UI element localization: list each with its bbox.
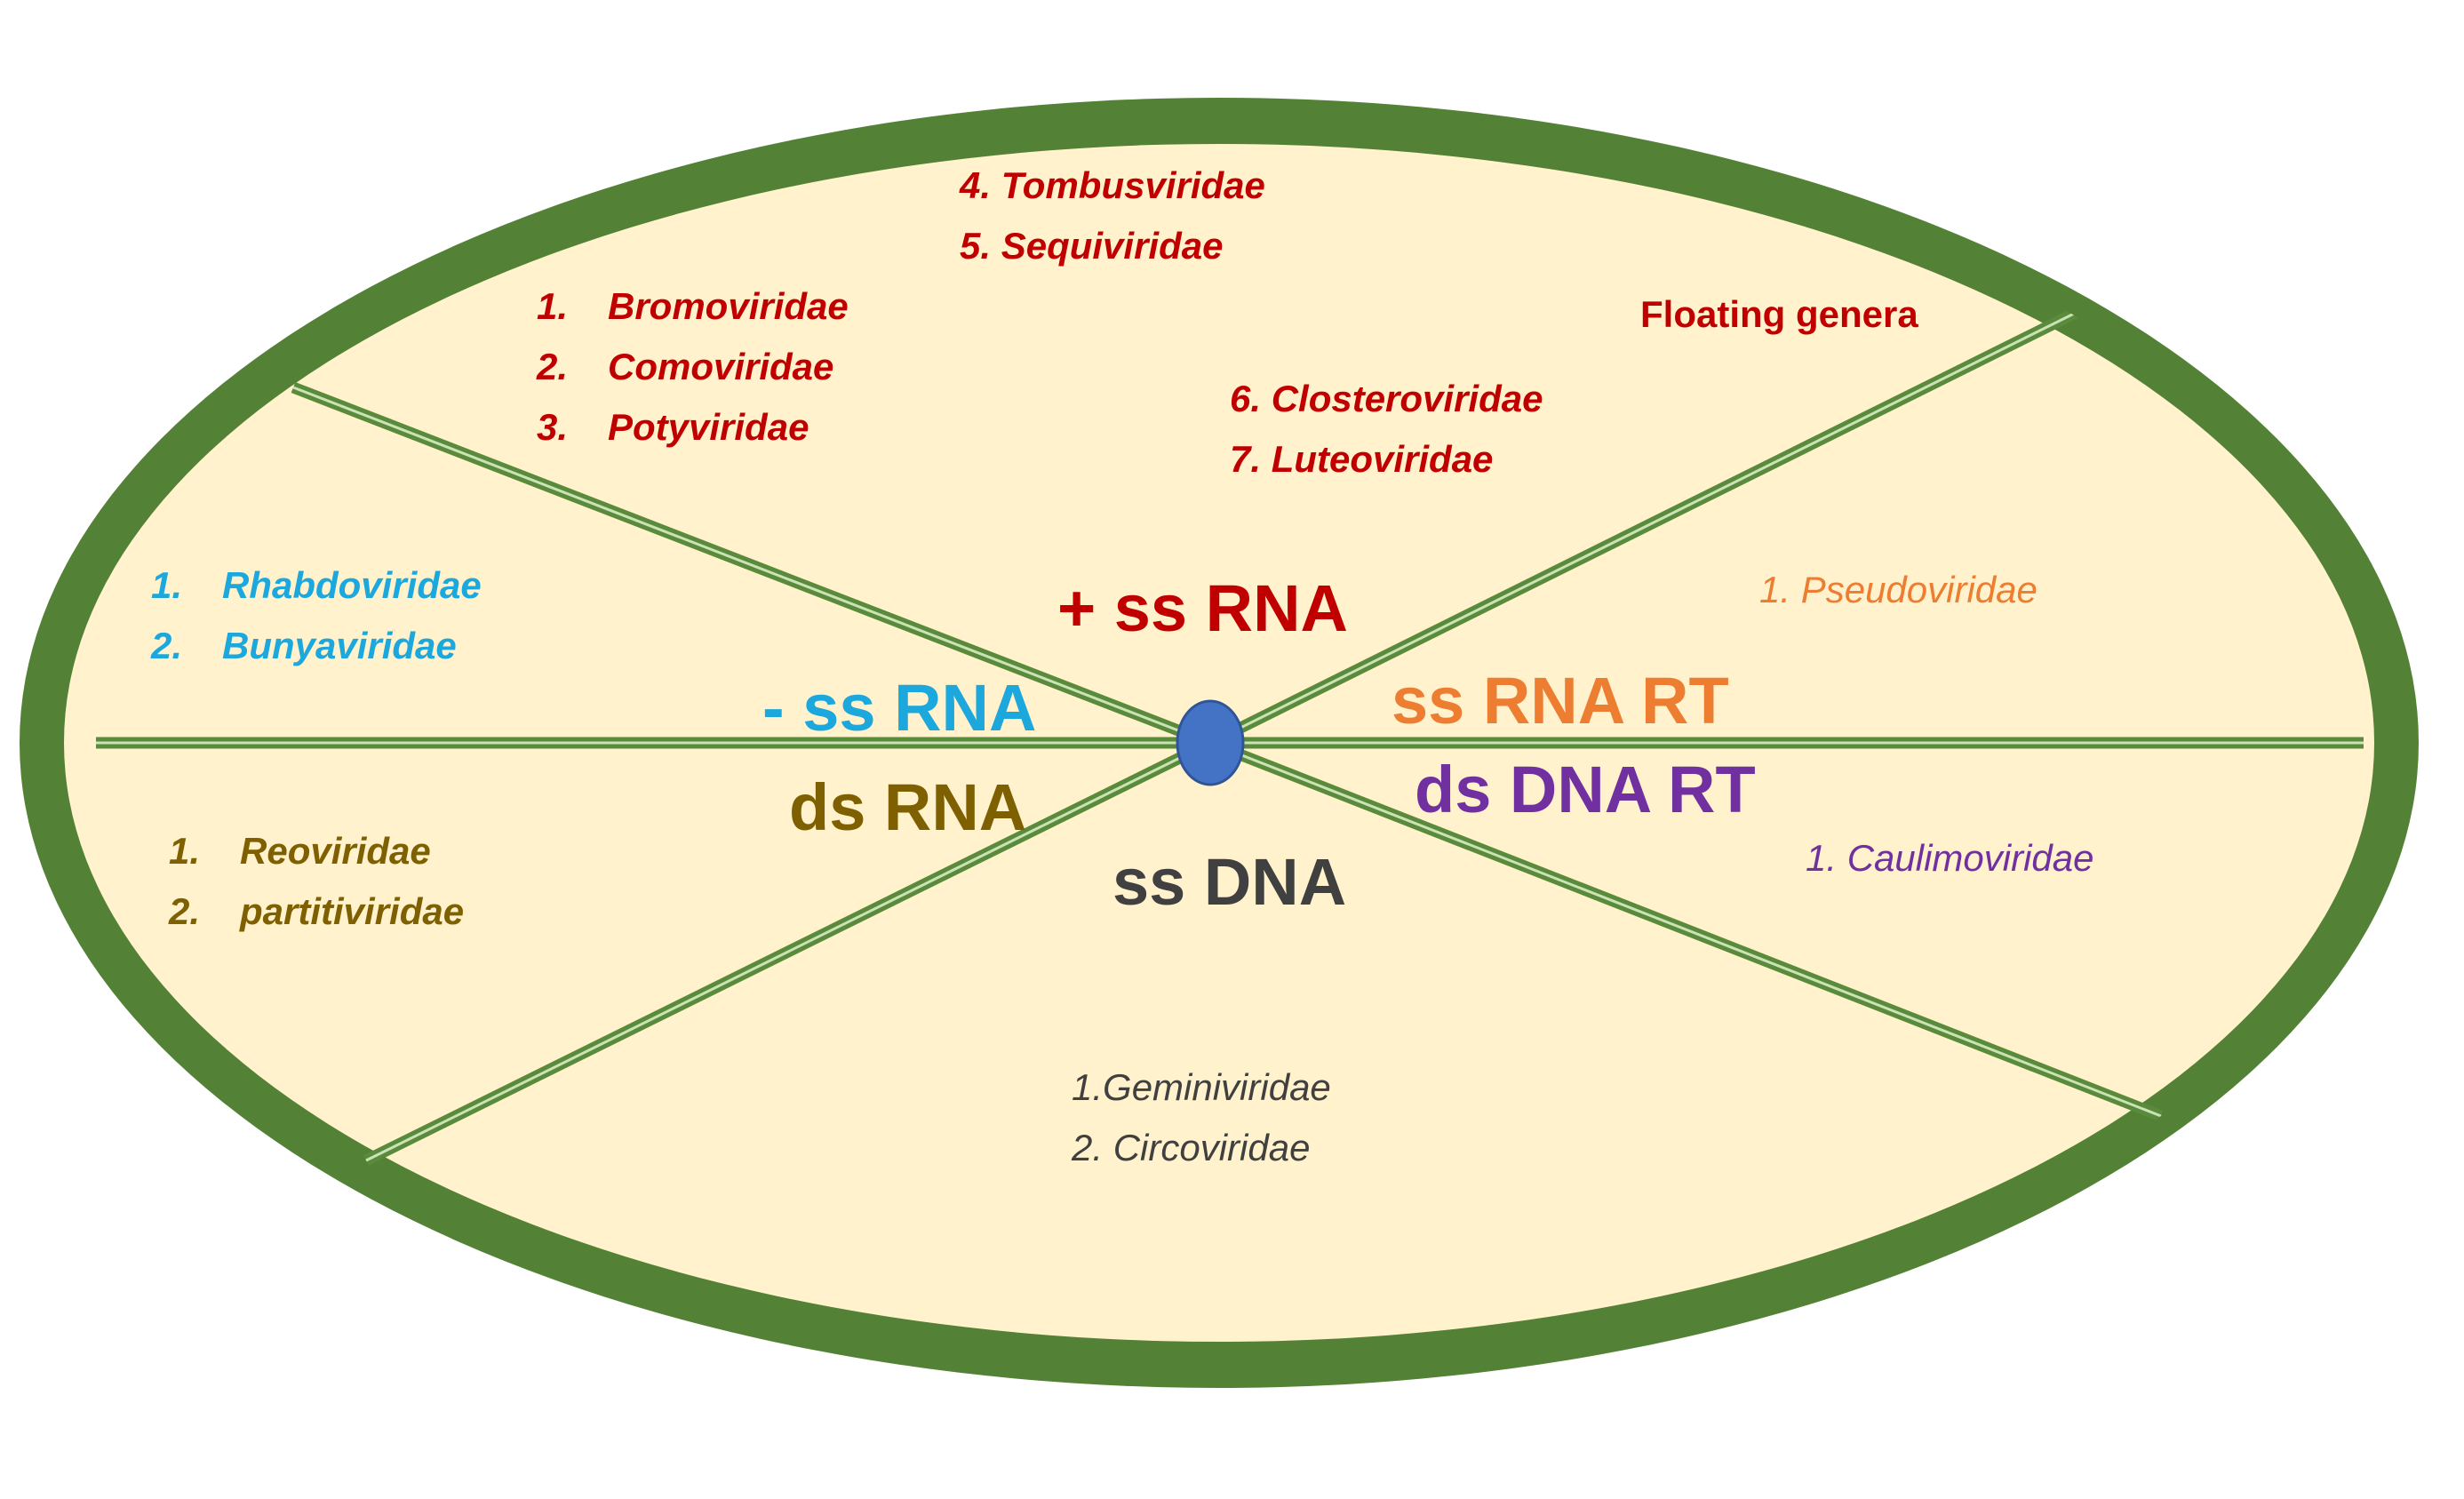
family-item-number: 1. <box>537 285 569 327</box>
family-item: 1. Rhabdoviridae <box>151 555 482 616</box>
family-item-number: 2. <box>169 890 201 932</box>
family-item: 4. Tombusviridae <box>960 164 1265 206</box>
category-ds-dna-rt: ds DNA RT <box>1415 753 1756 826</box>
family-item-name: Potyviridae <box>608 406 809 448</box>
family-item: 2. Bunyaviridae <box>151 616 482 676</box>
divider-lower-right-hl <box>1209 741 2162 1118</box>
family-item-number: 1. <box>169 830 201 872</box>
family-item: 3. Potyviridae <box>537 397 849 458</box>
family-item-name: Bromoviridae <box>608 285 849 327</box>
family-item: 1. Bromoviridae <box>537 276 849 337</box>
divider-upper-right-hl <box>1209 311 2077 745</box>
family-item-name: Rhabdoviridae <box>222 564 482 606</box>
family-item-name: Comoviridae <box>608 346 834 387</box>
family-list-pos-ss-rna-a: 1. Bromoviridae 2. Comoviridae 3. Potyviridae <box>537 276 849 458</box>
family-list-ss-dna: 1.Geminiviridae 2. Circoviridae <box>1072 1057 1331 1178</box>
family-item-number: 3. <box>537 406 569 448</box>
divider-lower-left-hl <box>365 741 1211 1162</box>
category-ds-rna: ds RNA <box>789 770 1027 844</box>
family-list-pos-ss-rna-b: 4. Tombusviridae 5. Sequiviridae <box>960 155 1265 276</box>
family-list-neg-ss-rna: 1. Rhabdoviridae 2. Bunyaviridae <box>151 555 482 676</box>
category-ss-rna-rt: ss RNA RT <box>1391 664 1729 738</box>
family-item-number: 2. <box>537 346 569 387</box>
family-item-number: 1. <box>151 564 183 606</box>
family-item: 1. Pseudoviridae <box>1759 569 2037 610</box>
family-item: 5. Sequiviridae <box>960 225 1224 267</box>
family-item-number: 2. <box>151 625 183 666</box>
family-item: 6. Closteroviridae <box>1230 378 1543 419</box>
category-pos-ss-rna: + ss RNA <box>1057 571 1348 645</box>
family-list-ds-dna-rt: 1. Caulimoviridae <box>1806 828 2093 889</box>
category-ss-dna: ss DNA <box>1112 845 1347 919</box>
family-item: 1. Caulimoviridae <box>1806 837 2094 879</box>
family-item: 1.Geminiviridae <box>1072 1066 1331 1108</box>
family-item: 7. Luteoviridae <box>1230 438 1494 480</box>
family-item: 2. Circoviridae <box>1072 1127 1311 1168</box>
floating-genera-label: Floating genera <box>1640 293 1918 335</box>
family-item: 2. Comoviridae <box>537 337 849 397</box>
family-list-ss-rna-rt: 1. Pseudoviridae <box>1759 560 2037 620</box>
family-item-name: Reoviridae <box>240 830 431 872</box>
family-item-name: partitiviridae <box>240 890 465 932</box>
family-list-pos-ss-rna-c: 6. Closteroviridae 7. Luteoviridae <box>1230 369 1543 490</box>
category-neg-ss-rna: - ss RNA <box>762 671 1037 745</box>
center-dot <box>1176 699 1245 786</box>
family-item-name: Bunyaviridae <box>222 625 457 666</box>
family-item: 2. partitiviridae <box>169 881 464 942</box>
family-list-ds-rna: 1. Reoviridae 2. partitiviridae <box>169 821 464 942</box>
divider-upper-left-hl <box>292 386 1211 745</box>
family-item: 1. Reoviridae <box>169 821 464 881</box>
